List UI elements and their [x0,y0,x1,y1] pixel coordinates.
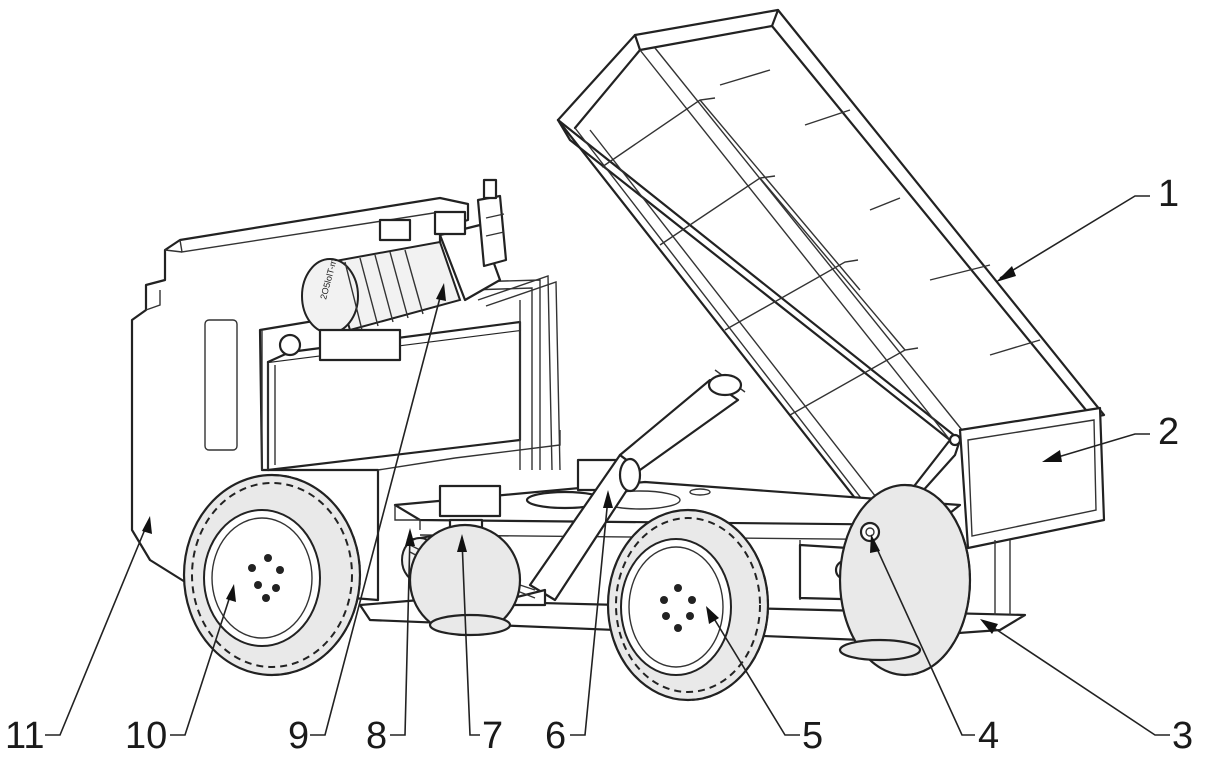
callout-6: 6 [545,715,566,757]
tailgate [948,406,1106,550]
hidden-wheel-b [838,638,922,662]
callout-4: 4 [978,715,999,757]
cab-window [204,319,238,451]
controller-box [438,484,502,518]
callout-2: 2 [1158,411,1179,453]
callout-10: 10 [125,715,167,757]
callout-5: 5 [802,715,823,757]
callout-labels: 1 2 3 4 5 6 7 8 9 10 11 [5,173,1193,757]
callout-3: 3 [1172,715,1193,757]
hydraulic-pump-motor: 2O5lolT-m [301,178,508,362]
motor-mount [318,328,402,362]
rear-wheel [606,508,770,702]
callout-9: 9 [288,715,309,757]
hidden-wheel-a [428,613,512,637]
front-wheel [182,473,362,677]
front-wheel-bolts [248,554,284,602]
callout-11: 11 [5,715,44,757]
tank-cap [278,333,302,357]
leader-lines [45,195,1170,736]
hydraulic-lines [469,275,561,471]
filter-housing [476,194,508,268]
rear-wheel-bolts [660,584,696,632]
callout-7: 7 [482,715,503,757]
hydraulic-cylinder [503,369,746,607]
callout-1: 1 [1158,173,1179,215]
hinge-pivot [859,521,881,543]
callout-8: 8 [366,715,387,757]
